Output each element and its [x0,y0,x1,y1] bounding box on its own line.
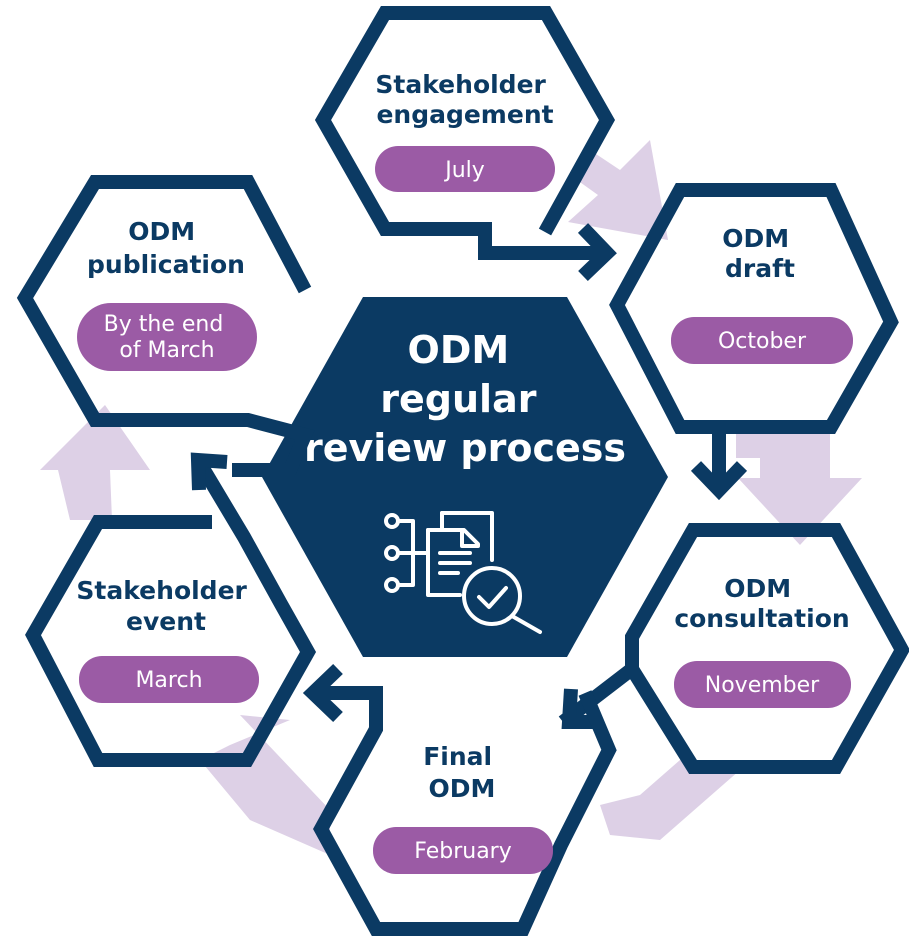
bg-arrow-3 [600,760,740,840]
date-pill-label: November [705,673,820,698]
frame-stakeholder-event [25,456,317,767]
arrowhead-to-event [302,663,343,723]
center-title-line-1: ODM [408,328,510,372]
date-pill [77,303,257,371]
center-hexagon-shape [262,297,668,657]
step-title: Final ODM [423,742,501,803]
frame-odm-publication [16,175,315,477]
bg-arrow-2 [736,432,862,545]
center-title-line-2: regular [380,377,536,421]
step-title: Stakeholder engagement [375,70,554,129]
date-pill-label: By the end of March [104,312,231,363]
background-cycle-arrows [40,140,862,855]
step-title: Stakeholder event [76,576,255,636]
center-hexagon: ODM regular review process [262,297,668,657]
frame-odm-consultation [558,523,909,774]
step-frames [16,5,909,936]
arrowhead-to-consultation [690,461,748,501]
date-pill-label: February [414,839,512,864]
center-title-line-3: review process [304,426,626,470]
step-stakeholder-engagement: Stakeholder engagement July [375,70,555,192]
arrowhead-to-draft [577,223,617,282]
bg-arrow-5 [40,405,150,520]
bg-arrow-1 [568,140,668,240]
step-odm-publication: ODM publication By the end of March [77,217,257,371]
arrowhead-to-final [561,688,598,729]
step-labels: Stakeholder engagement July ODM draft Oc… [76,70,853,874]
date-pill [373,827,553,874]
date-pill-label: October [718,329,807,354]
step-title: ODM draft [722,224,798,283]
step-stakeholder-event: Stakeholder event March [76,576,259,703]
date-pill-label: March [135,668,202,693]
date-pill-label: July [443,158,485,183]
center-title: ODM regular review process [304,328,626,470]
step-odm-consultation: ODM consultation November [674,574,851,708]
document-review-magnifier-icon [384,511,542,634]
date-pill [375,146,555,192]
date-pill [671,317,853,364]
date-pill [79,656,259,703]
frame-final-odm [313,686,617,936]
step-title: ODM publication [87,217,245,279]
frame-odm-draft [609,183,899,487]
step-title: ODM consultation [674,574,849,633]
bg-arrow-4 [200,715,330,855]
arrowhead-to-publication [190,452,228,491]
step-final-odm: Final ODM February [373,742,553,874]
step-odm-draft: ODM draft October [671,224,853,364]
frame-stakeholder-engagement [314,5,616,260]
date-pill [674,661,851,708]
